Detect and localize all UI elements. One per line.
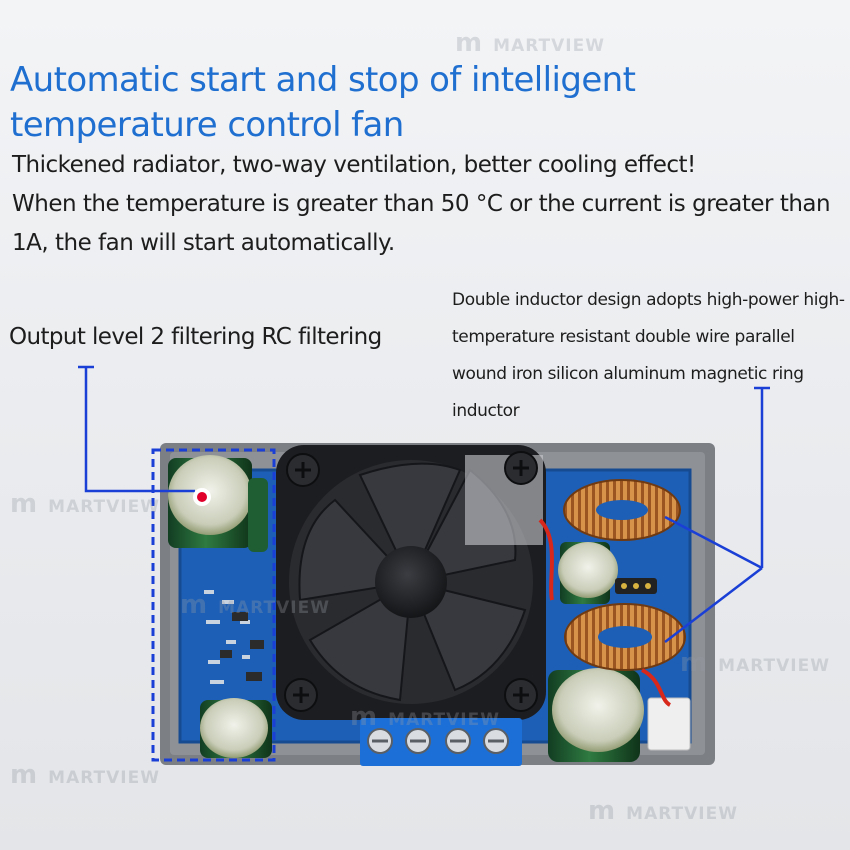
description: Thickened radiator, two-way ventilation,… xyxy=(12,146,842,263)
callout-right-line xyxy=(664,386,770,643)
watermark: MARTVIEW xyxy=(350,702,500,732)
cooling-fan xyxy=(276,445,554,720)
callout-left-label: Output level 2 filtering RC filtering xyxy=(9,324,382,350)
fan-connector xyxy=(615,578,691,751)
description-line-2: When the temperature is greater than 50 … xyxy=(12,191,831,256)
watermark: MARTVIEW xyxy=(455,28,605,58)
callout-marker-dot xyxy=(197,492,207,502)
watermark: MARTVIEW xyxy=(680,648,830,678)
watermark: MARTVIEW xyxy=(588,796,738,826)
watermark: MARTVIEW xyxy=(10,760,160,790)
watermark: MARTVIEW xyxy=(180,590,330,620)
headline: Automatic start and stop of intelligent … xyxy=(10,60,636,145)
description-line-1: Thickened radiator, two-way ventilation,… xyxy=(12,152,696,178)
callout-right-label: Double inductor design adopts high-power… xyxy=(452,290,845,421)
watermark: MARTVIEW xyxy=(10,489,160,519)
output-capacitors xyxy=(548,542,644,762)
toroid-inductors xyxy=(563,479,686,671)
